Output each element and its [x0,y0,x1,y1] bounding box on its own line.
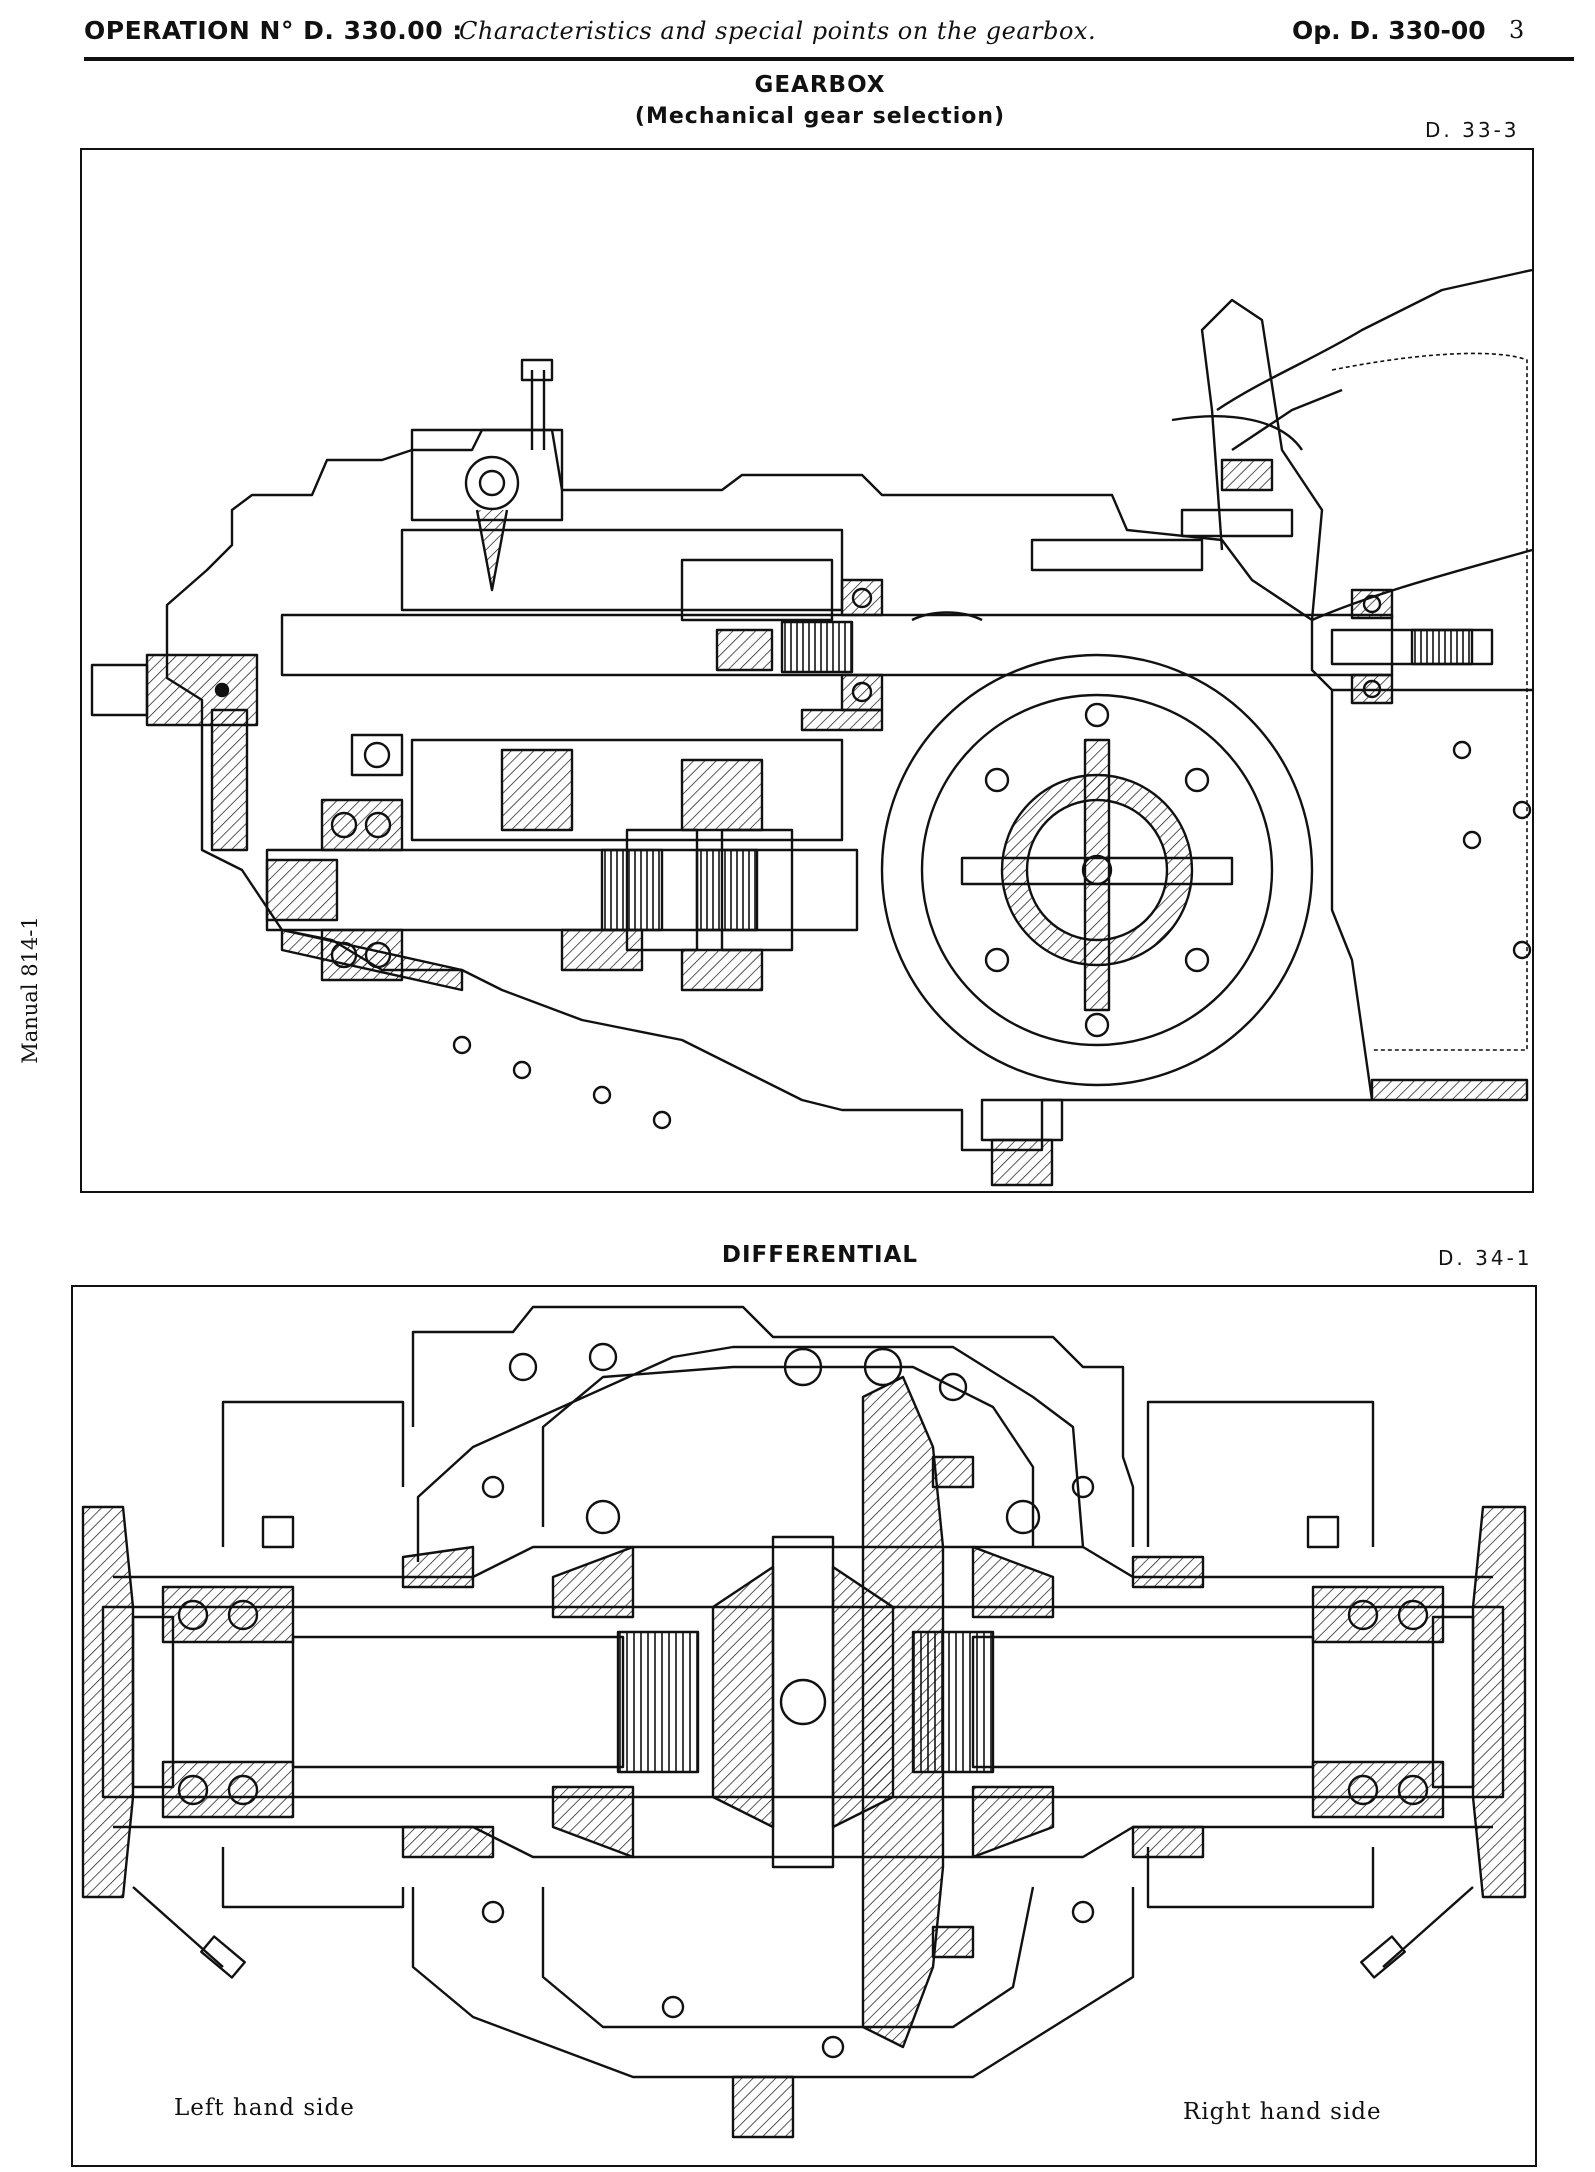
differential-cross-section-drawing [81,1305,1527,2139]
header-rule [84,57,1574,61]
side-label: Manual 814-1 [8,908,52,1088]
operation-description: Characteristics and special points on th… [459,17,1097,45]
gearbox-subtitle: (Mechanical gear selection) [634,104,1006,129]
manual-number: Manual 814-1 [18,916,42,1064]
gearbox-figure-code: D. 33-3 [1425,118,1520,142]
left-hand-side-label: Left hand side [174,2095,355,2121]
gearbox-title: GEARBOX [754,72,886,98]
differential-figure-code: D. 34-1 [1438,1246,1533,1270]
gearbox-figure-frame [80,148,1534,1193]
differential-title: DIFFERENTIAL [721,1242,919,1268]
page-number: 3 [1509,16,1525,44]
differential-figure-frame: Left hand side Right hand side [71,1285,1537,2167]
gearbox-cross-section-drawing [90,268,1532,1187]
page-header: OPERATION N° D. 330.00 : Characteristics… [84,10,1574,56]
operation-number: OPERATION N° D. 330.00 : [84,16,463,45]
right-hand-side-label: Right hand side [1183,2099,1382,2125]
operation-reference: Op. D. 330-00 [1292,16,1486,45]
